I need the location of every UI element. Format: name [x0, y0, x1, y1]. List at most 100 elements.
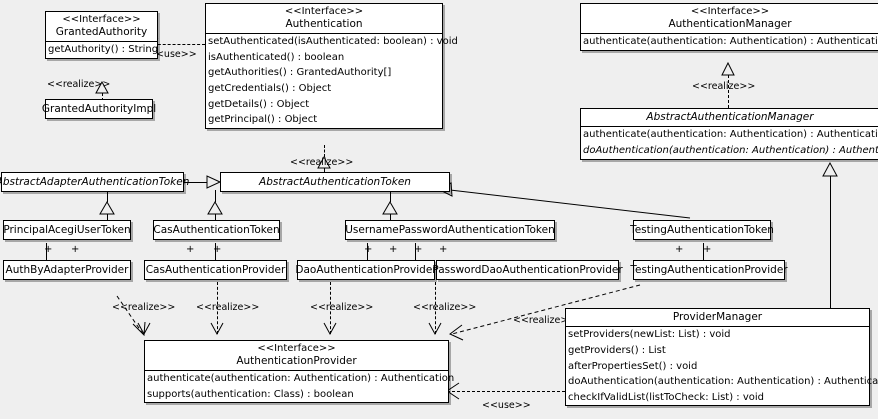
multiplicity-marker: +: [389, 244, 398, 255]
multiplicity-marker: +: [675, 244, 684, 255]
method-checkifvalidlist: checkIfValidList(listToCheck: List) : vo…: [568, 391, 765, 403]
method-doauthentication: doAuthentication(authentication: Authent…: [568, 376, 878, 388]
method-getauthorities: getAuthorities() : GrantedAuthority[]: [208, 67, 392, 79]
class-password-dao-authentication-provider[interactable]: PasswordDaoAuthenticationProvider: [432, 260, 623, 280]
stereotype-label: <<Interface>>: [257, 343, 336, 354]
class-abstract-adapter-authentication-token[interactable]: AbstractAdapterAuthenticationToken: [0, 172, 189, 192]
method-doauthentication: doAuthentication(authentication: Authent…: [583, 144, 878, 156]
connector-gen-userpass: [390, 190, 391, 202]
class-header: <<Interface>> Authentication: [206, 4, 442, 35]
method-setproviders: setProviders(newList: List) : void: [568, 329, 731, 341]
multiplicity-marker: +: [71, 244, 80, 255]
label-realize-daoauthenticationprovider: <<realize>>: [310, 302, 374, 313]
method-getprincipal: getPrincipal() : Object: [208, 114, 318, 126]
class-name: ProviderManager: [672, 311, 763, 323]
class-cas-authentication-provider[interactable]: CasAuthenticationProvider: [144, 260, 287, 280]
multiplicity-marker: +: [44, 244, 53, 255]
class-granted-authority[interactable]: <<Interface>> GrantedAuthority getAuthor…: [45, 11, 158, 59]
connector-assoc-passworddao: [415, 243, 416, 260]
class-name: AbstractAuthenticationManager: [646, 111, 814, 123]
multiplicity-marker: +: [213, 244, 222, 255]
connector-realize-abstracttoken-authentication-2: [324, 168, 325, 173]
class-header: AbstractAuthenticationManager: [581, 109, 878, 128]
class-principal-acegi-user-token[interactable]: PrincipalAcegiUserToken: [3, 220, 131, 240]
connector-generalization-providermanager: [830, 176, 831, 308]
label-realize-authbyadapterprovider: <<realize>>: [112, 302, 176, 313]
stereotype-label: <<Interface>>: [284, 6, 364, 17]
class-name: CasAuthenticationToken: [153, 224, 280, 236]
method-authenticate: authenticate(authentication: Authenticat…: [583, 36, 878, 48]
connector-gen-cas: [215, 190, 216, 202]
connector-assoc-dao: [367, 243, 368, 260]
multiplicity-marker: +: [439, 244, 448, 255]
connector-realize-dao-provider: [330, 282, 331, 334]
class-authentication-manager[interactable]: <<Interface>> AuthenticationManager auth…: [580, 3, 878, 51]
method-supports: supports(authentication: Class) : boolea…: [147, 388, 354, 400]
method-compartment: authenticate(authentication: Authenticat…: [581, 34, 878, 50]
class-name: UsernamePasswordAuthenticationToken: [345, 224, 555, 236]
method-getproviders: getProviders() : List: [568, 344, 666, 356]
class-name: AuthenticationManager: [668, 17, 792, 30]
connector-gen-principalacegi-b: [107, 214, 108, 220]
class-abstract-authentication-token[interactable]: AbstractAuthenticationToken: [220, 172, 450, 192]
method-getdetails: getDetails() : Object: [208, 98, 310, 110]
label-use-authentication-grantedauthority: <<use>>: [148, 49, 197, 60]
multiplicity-marker: +: [414, 244, 423, 255]
class-testing-authentication-provider[interactable]: TestingAuthenticationProvider: [630, 260, 788, 280]
label-realize-casauthenticationprovider: <<realize>>: [196, 302, 260, 313]
class-username-password-authentication-token[interactable]: UsernamePasswordAuthenticationToken: [345, 220, 555, 240]
method-authenticate: authenticate(authentication: Authenticat…: [583, 129, 878, 141]
class-name: AbstractAdapterAuthenticationToken: [0, 176, 190, 188]
class-header: <<Interface>> AuthenticationProvider: [145, 341, 448, 372]
class-cas-authentication-token[interactable]: CasAuthenticationToken: [153, 220, 280, 240]
label-realize-abstractauthenticationmanager: <<realize>>: [692, 81, 756, 92]
method-compartment: authenticate(authentication: Authenticat…: [145, 371, 455, 402]
method-getcredentials: getCredentials() : Object: [208, 82, 332, 94]
class-name: CasAuthenticationProvider: [145, 264, 286, 276]
class-name: Authentication: [285, 17, 363, 30]
class-name: DaoAuthenticationProvider: [295, 264, 437, 276]
connector-assoc-cas: [215, 243, 216, 260]
multiplicity-marker: +: [703, 244, 712, 255]
method-setauthenticated: setAuthenticated(isAuthenticated: boolea…: [208, 36, 458, 48]
method-compartment: getAuthority() : String: [46, 42, 158, 58]
class-testing-authentication-token[interactable]: TestingAuthenticationToken: [630, 220, 774, 240]
method-compartment: setProviders(newList: List) : void getPr…: [566, 327, 878, 405]
class-header: <<Interface>> GrantedAuthority: [46, 12, 157, 43]
class-name: GrantedAuthority: [55, 25, 148, 38]
multiplicity-marker: +: [364, 244, 373, 255]
class-dao-authentication-provider[interactable]: DaoAuthenticationProvider: [295, 260, 437, 280]
class-authentication[interactable]: <<Interface>> Authentication setAuthenti…: [205, 3, 458, 129]
class-name: AuthenticationProvider: [236, 354, 357, 367]
connector-gen-cas-b: [215, 214, 216, 220]
class-granted-authority-impl[interactable]: GrantedAuthorityImpl: [41, 99, 157, 119]
label-realize-grantedauthorityimpl: <<realize>>: [47, 79, 111, 90]
method-authenticate: authenticate(authentication: Authenticat…: [147, 373, 455, 385]
connector-realize-abstracttoken-authentication: [324, 145, 325, 157]
class-provider-manager[interactable]: ProviderManager setProviders(newList: Li…: [565, 308, 878, 407]
class-abstract-authentication-manager[interactable]: AbstractAuthenticationManager authentica…: [580, 108, 878, 160]
method-compartment: setAuthenticated(isAuthenticated: boolea…: [206, 34, 458, 128]
class-authentication-provider[interactable]: <<Interface>> AuthenticationProvider aut…: [144, 340, 455, 404]
stereotype-label: <<Interface>>: [62, 14, 141, 25]
class-auth-by-adapter-provider[interactable]: AuthByAdapterProvider: [3, 260, 131, 280]
connector-generalization-adaptertoken: [184, 182, 208, 183]
class-name: AbstractAuthenticationToken: [259, 176, 411, 188]
class-name: GrantedAuthorityImpl: [41, 103, 157, 115]
connector-use-providermanager: [447, 391, 565, 392]
class-name: TestingAuthenticationProvider: [630, 264, 788, 276]
class-name: PasswordDaoAuthenticationProvider: [432, 264, 623, 276]
class-header: ProviderManager: [566, 309, 869, 328]
label-use-providermanager: <<use>>: [482, 400, 531, 411]
method-compartment: authenticate(authentication: Authenticat…: [581, 127, 878, 158]
connector-use-authentication-grantedauthority: [148, 44, 205, 45]
method-isauthenticated: isAuthenticated() : boolean: [208, 51, 345, 63]
class-name: PrincipalAcegiUserToken: [3, 224, 131, 236]
stereotype-label: <<Interface>>: [690, 6, 770, 17]
class-name: TestingAuthenticationToken: [630, 224, 774, 236]
multiplicity-marker: +: [186, 244, 195, 255]
method-afterpropertiesset: afterPropertiesSet() : void: [568, 360, 698, 372]
connector-assoc-testing: [703, 243, 704, 260]
connector-realize-grantedauthorityimpl: [102, 93, 103, 101]
